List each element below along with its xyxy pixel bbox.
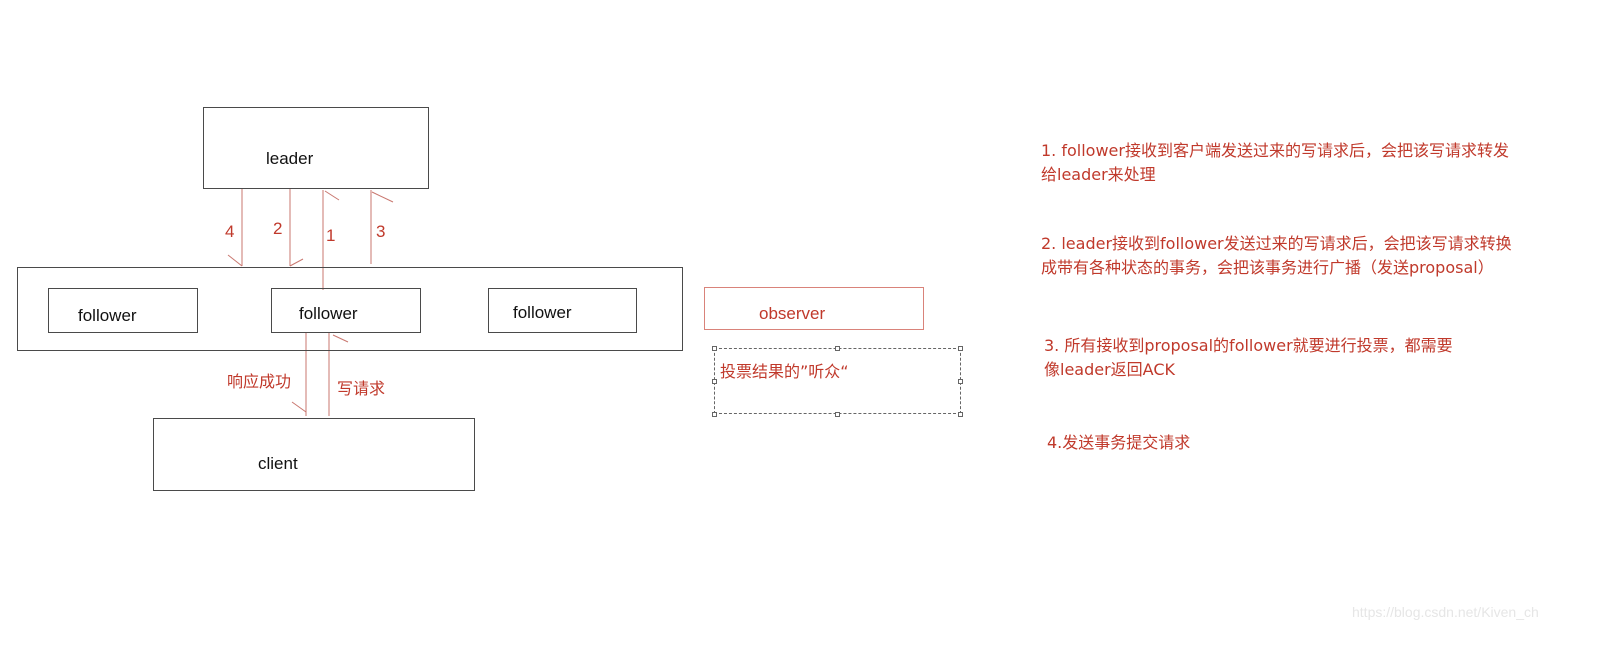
follower-box-1: follower: [48, 288, 198, 333]
resize-handle-middle-left[interactable]: [712, 379, 717, 384]
resize-handle-bottom-center[interactable]: [835, 412, 840, 417]
note-step-2: 2. leader接收到follower发送过来的写请求后，会把该写请求转换 成…: [1041, 232, 1512, 280]
write-request-label: 写请求: [337, 379, 386, 398]
arrow-label-2: 2: [273, 219, 283, 238]
follower-group: [17, 267, 683, 351]
resize-handle-top-right[interactable]: [958, 346, 963, 351]
note-line: 2. leader接收到follower发送过来的写请求后，会把该写请求转换: [1041, 234, 1512, 253]
response-success-label: 响应成功: [227, 372, 292, 391]
note-line: 成带有各种状态的事务，会把该事务进行广播（发送proposal）: [1041, 258, 1494, 277]
note-line: 像leader返回ACK: [1044, 360, 1176, 379]
follower-label: follower: [513, 303, 572, 322]
follower-box-3: follower: [488, 288, 637, 333]
arrow-label-3: 3: [376, 222, 386, 241]
resize-handle-top-left[interactable]: [712, 346, 717, 351]
resize-handle-bottom-right[interactable]: [958, 412, 963, 417]
follower-box-2: follower: [271, 288, 421, 333]
follower-label: follower: [299, 304, 358, 323]
note-step-1: 1. follower接收到客户端发送过来的写请求后，会把该写请求转发 给lea…: [1041, 139, 1509, 187]
follower-label: follower: [78, 306, 137, 325]
note-line: 给leader来处理: [1041, 165, 1156, 184]
resize-handle-bottom-left[interactable]: [712, 412, 717, 417]
observer-label: observer: [759, 304, 826, 323]
resize-handle-middle-right[interactable]: [958, 379, 963, 384]
note-line: 3. 所有接收到proposal的follower就要进行投票，都需要: [1044, 336, 1453, 355]
arrow-label-4: 4: [225, 222, 235, 241]
observer-box: observer: [704, 287, 924, 330]
arrow-label-1: 1: [326, 226, 336, 245]
leader-box: leader: [203, 107, 429, 189]
client-box: client: [153, 418, 475, 491]
resize-handle-top-center[interactable]: [835, 346, 840, 351]
watermark: https://blog.csdn.net/Kiven_ch: [1352, 604, 1539, 620]
observer-note-text: 投票结果的”听众“: [720, 362, 849, 381]
note-line: 4.发送事务提交请求: [1047, 433, 1191, 452]
observer-note-box[interactable]: 投票结果的”听众“: [714, 348, 961, 414]
note-line: 1. follower接收到客户端发送过来的写请求后，会把该写请求转发: [1041, 141, 1509, 160]
note-step-4: 4.发送事务提交请求: [1047, 431, 1190, 455]
leader-label: leader: [266, 149, 314, 168]
client-label: client: [258, 454, 298, 473]
note-step-3: 3. 所有接收到proposal的follower就要进行投票，都需要 像lea…: [1044, 334, 1453, 382]
